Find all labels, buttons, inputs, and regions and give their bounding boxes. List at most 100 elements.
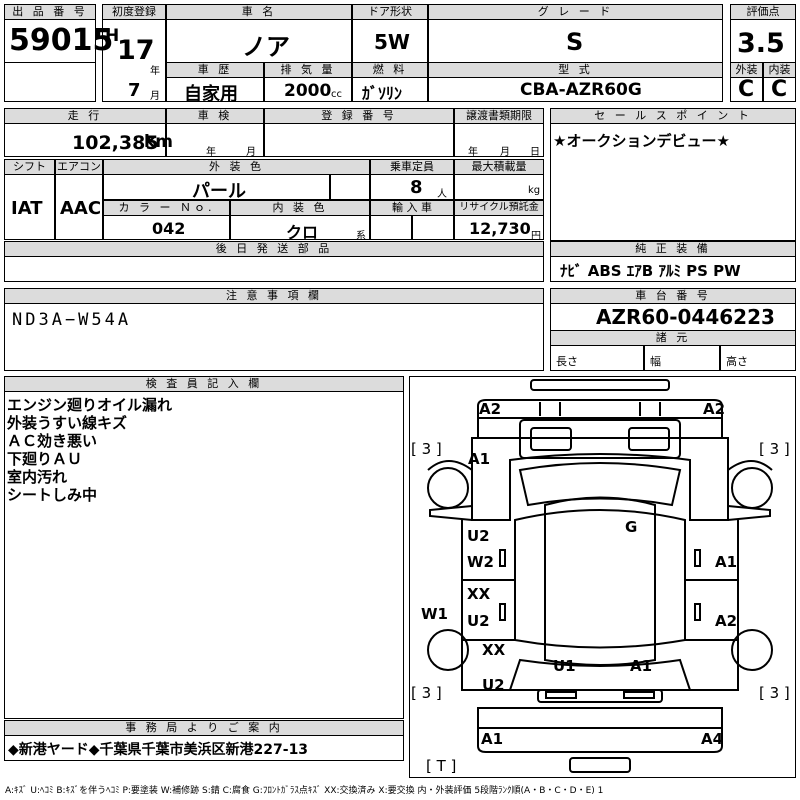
exterior-header: 外装 xyxy=(730,62,763,78)
inspection-year-unit: 年 xyxy=(206,147,216,158)
damage-legend: A:ｷｽﾞ U:ﾍｺﾐ B:ｷｽﾞを伴うﾍｺﾐ P:要塗装 W:補修跡 S:錆 … xyxy=(5,786,604,796)
genuine-equipment: ﾅﾋﾞ ABS ｴｱB ｱﾙﾐ PS PW xyxy=(560,262,741,280)
exterior-grade: C xyxy=(738,77,755,102)
ext-color-cell xyxy=(103,174,330,200)
damage-front-left: A2 xyxy=(479,400,502,418)
deadline-header: 譲渡書類期限 xyxy=(454,108,544,124)
first-reg-year-unit: 年 xyxy=(150,66,160,77)
fuel-header: 燃 料 xyxy=(352,62,428,78)
damage-roof: G xyxy=(625,518,638,536)
first-reg-month: 7 xyxy=(128,80,141,101)
deadline-cell xyxy=(454,123,544,157)
reg-no-header: 登 録 番 号 xyxy=(264,108,454,124)
damage-tire-fr: [ 3 ] xyxy=(759,440,790,458)
car-name: ノア xyxy=(242,33,290,61)
displacement-unit: cc xyxy=(331,89,342,100)
caution-text: ND3A−W54A xyxy=(12,310,132,330)
capacity-header: 乗車定員 xyxy=(370,159,454,175)
lot-no-header: 出 品 番 号 xyxy=(4,4,96,20)
interior-header: 内装 xyxy=(763,62,796,78)
mileage-header: 走 行 xyxy=(4,108,166,124)
damage-rear-door-left-xx: XX xyxy=(467,585,491,603)
mileage-unit: km xyxy=(144,132,174,152)
inspector-note: シートしみ中 xyxy=(7,486,98,504)
damage-tire-fl: [ 3 ] xyxy=(411,440,442,458)
displacement: 2000 xyxy=(284,81,332,101)
spec-height-label: 高さ xyxy=(726,355,748,368)
inspector-note: 下廻りＡＵ xyxy=(7,450,83,468)
inspection-month-unit: 月 xyxy=(246,147,256,158)
sales-point-cell xyxy=(550,123,796,241)
door-header: ドア形状 xyxy=(352,4,428,20)
damage-front-right: A2 xyxy=(703,400,726,418)
spec-length-label: 長さ xyxy=(556,355,578,368)
first-reg-cell xyxy=(102,19,166,102)
displacement-header: 排 気 量 xyxy=(264,62,352,78)
fuel: ｶﾞｿﾘﾝ xyxy=(362,84,403,103)
damage-rear-bumper-left: A1 xyxy=(481,730,504,748)
inspector-note: 室内汚れ xyxy=(7,468,68,486)
import-cell-2 xyxy=(412,215,454,240)
shift: IAT xyxy=(11,198,43,219)
shift-header: シフト xyxy=(4,159,55,175)
aircon-header: エアコン xyxy=(55,159,103,175)
model-header: 型 式 xyxy=(428,62,723,78)
color-no: 042 xyxy=(152,219,186,238)
damage-trunk: [ T ] xyxy=(426,757,457,775)
damage-door-left-w: W2 xyxy=(467,553,494,571)
equipment-cell xyxy=(550,256,796,282)
damage-door-left-u: U2 xyxy=(467,527,490,545)
spec-height xyxy=(720,345,796,371)
first-reg-year: 17 xyxy=(117,35,155,66)
car-diagram-frame xyxy=(409,376,796,778)
grade: S xyxy=(566,28,584,56)
aircon-cell xyxy=(55,174,103,240)
reg-no-cell xyxy=(264,123,454,157)
displacement-cell xyxy=(264,77,352,102)
damage-rear-door-left-u: U2 xyxy=(467,612,490,630)
recycle-fee: 12,730 xyxy=(469,219,531,238)
history-cell xyxy=(166,77,264,102)
deadline-month-unit: 月 xyxy=(500,147,510,158)
inspector-note: ＡＣ効き悪い xyxy=(7,432,98,450)
car-name-header: 車 名 xyxy=(166,4,352,20)
chassis-header: 車 台 番 号 xyxy=(550,288,796,304)
color-no-header: カ ラ ー Ｎｏ. xyxy=(103,200,230,216)
damage-sill-left: W1 xyxy=(421,605,448,623)
exterior-grade-cell xyxy=(730,77,763,102)
inspector-cell xyxy=(4,391,404,719)
color-no-cell xyxy=(103,215,230,240)
lot-no-lower xyxy=(4,62,96,102)
first-reg-era: H xyxy=(105,26,120,46)
ext-color-extra xyxy=(330,174,370,200)
inspection-cell xyxy=(166,123,264,157)
shift-cell xyxy=(4,174,55,240)
grade-header: グ レ ー ド xyxy=(428,4,723,20)
int-color-cell xyxy=(230,215,370,240)
spec-width-label: 幅 xyxy=(650,355,661,368)
score: 3.5 xyxy=(737,28,785,59)
chassis-no: AZR60-0446223 xyxy=(596,305,775,329)
import-header: 輸 入 車 xyxy=(370,200,454,216)
inspector-note: 外装うすい線キズ xyxy=(7,414,128,432)
sales-point-header: セ ー ル ス ポ イ ン ト xyxy=(550,108,796,124)
damage-fender-left: A1 xyxy=(468,450,491,468)
damage-rear-bumper-right: A4 xyxy=(701,730,724,748)
recycle-cell xyxy=(454,215,544,240)
interior-grade: C xyxy=(771,77,788,102)
inspector-header: 検 査 員 記 入 欄 xyxy=(4,376,404,392)
mileage: 102,385 xyxy=(72,132,159,154)
history: 自家用 xyxy=(184,84,238,105)
max-load-cell xyxy=(454,174,544,200)
interior-grade-cell xyxy=(763,77,796,102)
score-header: 評価点 xyxy=(730,4,796,20)
int-color: クロ xyxy=(286,223,319,242)
damage-tire-rr: [ 3 ] xyxy=(759,684,790,702)
damage-rear-a: A1 xyxy=(630,657,653,675)
inspector-note: エンジン廻りオイル漏れ xyxy=(7,396,173,414)
caution-cell xyxy=(4,303,544,371)
damage-rear-u: U1 xyxy=(553,657,576,675)
model-cell xyxy=(428,77,723,102)
damage-door-right-a: A1 xyxy=(715,553,738,571)
int-color-suffix: 系 xyxy=(356,231,366,242)
